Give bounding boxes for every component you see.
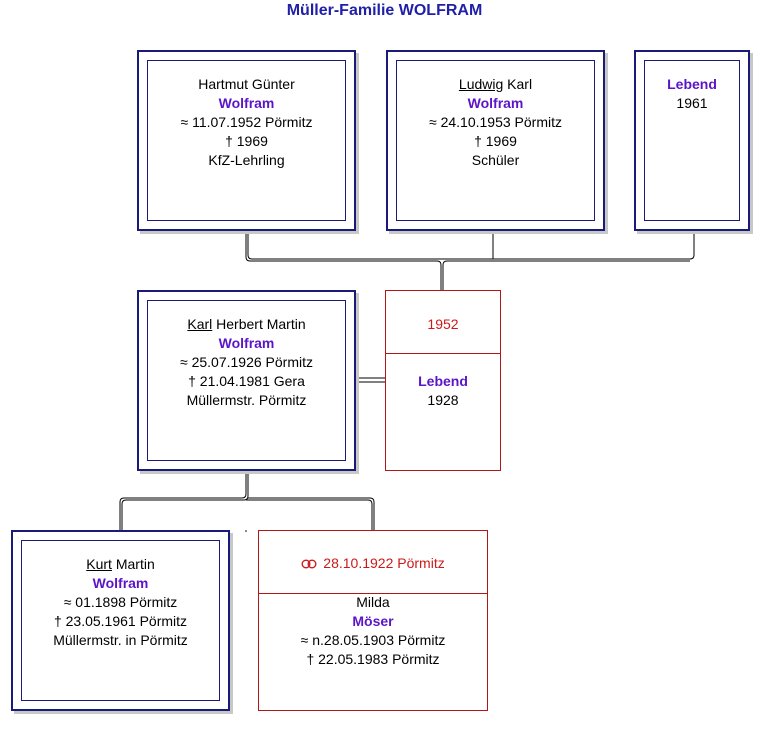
call-name: Ludwig — [458, 76, 504, 92]
stray-dot — [245, 530, 247, 532]
surname: Wolfram — [218, 335, 275, 351]
surname: Wolfram — [467, 95, 524, 111]
occupation: KfZ-Lehrling — [208, 152, 285, 168]
call-name: Kurt — [86, 556, 112, 572]
given-names: Ludwig Karl — [458, 76, 533, 92]
living-label: Lebend — [667, 76, 717, 92]
child-card-hartmut[interactable]: Hartmut Günter Wolfram ≈ 11.07.1952 Pörm… — [137, 50, 356, 231]
death-date: † 21.04.1981 Gera — [188, 373, 305, 389]
surname: Wolfram — [92, 575, 149, 591]
birth-date: ≈ 01.1898 Pörmitz — [63, 594, 178, 610]
birth-date: ≈ 24.10.1953 Pörmitz — [429, 114, 562, 130]
given-names: Karl Herbert Martin — [187, 316, 306, 332]
birth-date: ≈ 11.07.1952 Pörmitz — [180, 114, 313, 130]
rings-icon — [301, 559, 317, 569]
birth-year: 1961 — [676, 95, 708, 111]
marriage-line: 28.10.1922 Pörmitz — [259, 555, 487, 571]
given-names: Kurt Martin — [86, 556, 155, 572]
surname: Wolfram — [218, 95, 275, 111]
occupation: Müllermstr. in Pörmitz — [53, 632, 188, 648]
divider — [386, 353, 500, 354]
divider — [259, 593, 487, 594]
birth-date: ≈ 25.07.1926 Pörmitz — [180, 354, 313, 370]
chart-title: Müller-Familie WOLFRAM — [286, 2, 483, 19]
given-names: Milda — [356, 594, 390, 610]
spouse-card[interactable]: 1952 Lebend 1928 — [385, 290, 501, 471]
child-card-living[interactable]: Lebend 1961 — [634, 50, 750, 231]
death-date: † 1969 — [474, 133, 517, 149]
occupation: Schüler — [471, 152, 520, 168]
child-card-ludwig[interactable]: Ludwig Karl Wolfram ≈ 24.10.1953 Pörmitz… — [386, 50, 605, 231]
marriage-date: 28.10.1922 Pörmitz — [323, 555, 445, 571]
grandfather-card[interactable]: Kurt Martin Wolfram ≈ 01.1898 Pörmitz † … — [11, 530, 230, 711]
given-names: Hartmut Günter — [198, 76, 295, 92]
living-label: Lebend — [418, 373, 468, 389]
surname: Möser — [352, 613, 394, 629]
death-date: † 22.05.1983 Pörmitz — [306, 651, 440, 667]
occupation: Müllermstr. Pörmitz — [186, 392, 307, 408]
marriage-year: 1952 — [427, 316, 459, 332]
grandmother-card[interactable]: 28.10.1922 Pörmitz Milda Möser ≈ n.28.05… — [258, 530, 488, 711]
call-name: Karl — [187, 316, 213, 332]
birth-year: 1928 — [427, 392, 459, 408]
father-card[interactable]: Karl Herbert Martin Wolfram ≈ 25.07.1926… — [137, 290, 356, 471]
death-date: † 1969 — [225, 133, 268, 149]
birth-date: ≈ n.28.05.1903 Pörmitz — [300, 632, 446, 648]
death-date: † 23.05.1961 Pörmitz — [53, 613, 188, 629]
